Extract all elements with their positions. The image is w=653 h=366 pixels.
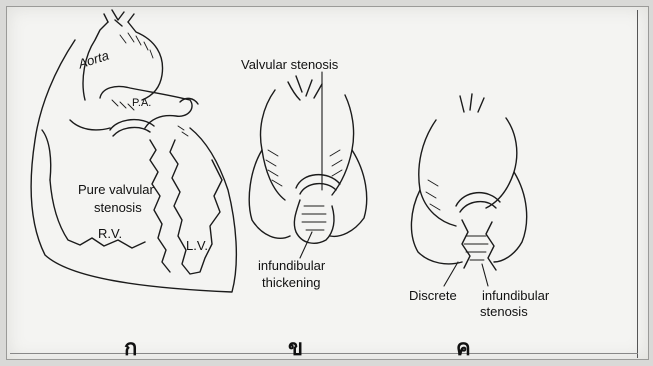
label-pa: P.A. <box>132 96 151 111</box>
label-valvular-stenosis: Valvular stenosis <box>241 57 338 72</box>
panel-c-drawing <box>411 94 526 286</box>
label-lv: L.V. <box>186 238 208 253</box>
label-thickening: thickening <box>262 275 321 290</box>
label-rv: R.V. <box>98 226 122 241</box>
septum-wall <box>150 140 170 272</box>
label-discrete: Discrete <box>409 288 457 303</box>
label-infundibular-c: infundibular <box>482 288 549 303</box>
label-pure-valvular: Pure valvular <box>78 182 154 197</box>
valve-c <box>456 193 500 212</box>
label-stenosis-a: stenosis <box>94 200 142 215</box>
sublabel-c: ค <box>456 330 471 365</box>
label-stenosis-c: stenosis <box>480 304 528 319</box>
heart-outline <box>31 40 236 292</box>
infundibulum-c <box>462 220 496 270</box>
label-infundibular-b: infundibular <box>258 258 325 273</box>
pa-trunk-c <box>419 118 517 226</box>
sublabel-a: ก <box>124 330 137 365</box>
valve-b <box>296 175 340 194</box>
valve-a <box>110 120 154 136</box>
sublabel-b: ข <box>288 330 303 365</box>
panel-b-drawing <box>249 72 366 258</box>
